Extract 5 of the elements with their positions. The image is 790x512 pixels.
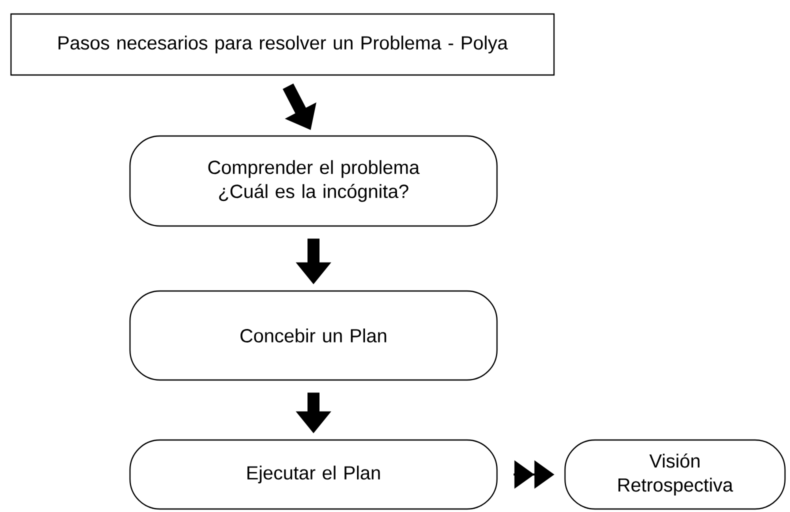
step-box: Visión Retrospectiva xyxy=(564,439,786,510)
step-box: Ejecutar el Plan xyxy=(129,439,498,510)
step-box: Comprender el problema ¿Cuál es la incógnita? xyxy=(129,135,498,227)
step-box: Concebir un Plan xyxy=(129,290,498,381)
title-box: Pasos necesarios para resolver un Problema - Polya xyxy=(10,13,555,76)
